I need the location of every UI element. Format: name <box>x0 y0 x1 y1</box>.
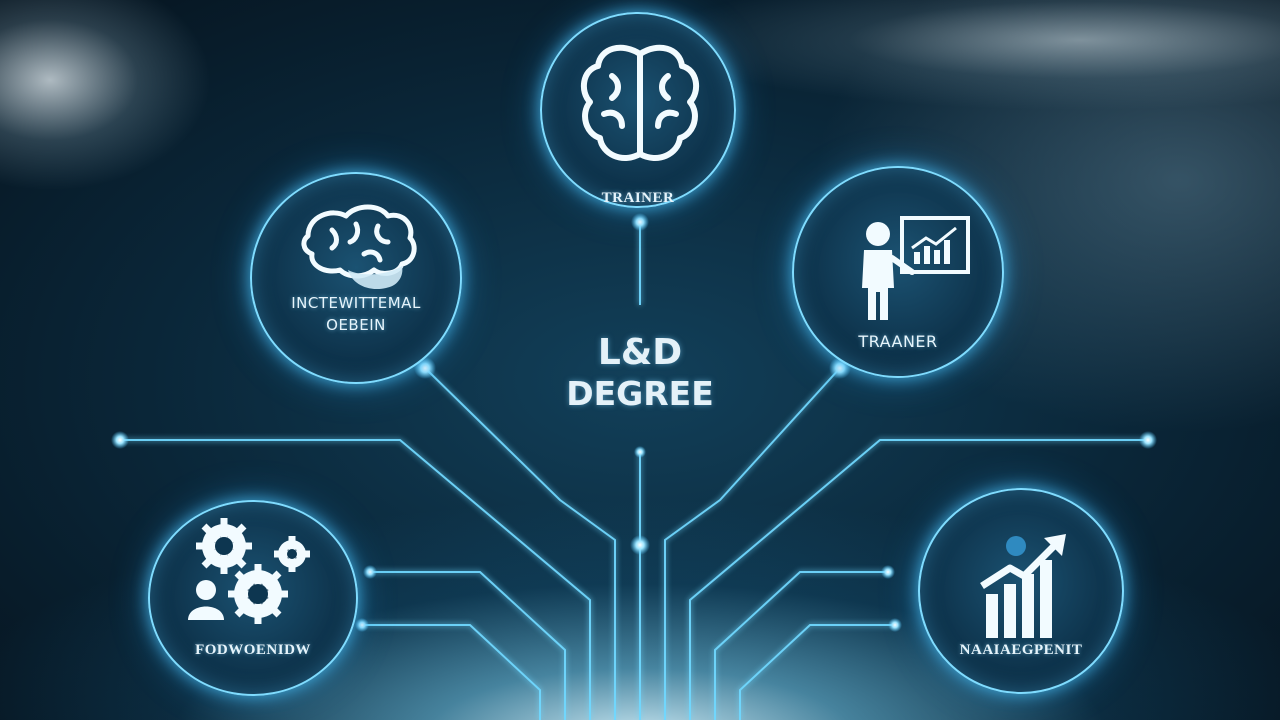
node-lower-left: FODWOENIDW <box>148 500 358 696</box>
line-upper-right <box>664 367 841 720</box>
node-upper-left-label: INCTEWITTEMAL OEBEIN <box>252 294 460 334</box>
node-upper-left: INCTEWITTEMAL OEBEIN <box>250 172 462 384</box>
node-upper-right: TRAANER <box>792 166 1004 378</box>
node-lower-right: NAAIAEGPENIT <box>918 488 1124 694</box>
node-upper-left-label-line2: OEBEIN <box>326 316 386 334</box>
gears-person-icon <box>188 518 310 624</box>
line-lower-right-a <box>714 571 888 720</box>
line-lower-right-b <box>739 624 895 720</box>
growth-bar-chart-icon <box>980 534 1066 638</box>
brain-side-icon <box>301 204 417 290</box>
center-title: L&D DEGREE <box>520 332 760 414</box>
node-lower-left-label: FODWOENIDW <box>195 642 311 658</box>
brain-icon <box>580 44 700 161</box>
node-upper-right-label: TRAANER <box>858 332 938 351</box>
node-top: TRAINER <box>540 12 736 208</box>
presenter-chart-icon <box>862 216 970 320</box>
line-lower-left-b <box>362 624 541 720</box>
center-title-line1: L&D <box>597 332 683 373</box>
node-top-label: TRAINER <box>601 190 675 206</box>
node-lower-right-label: NAAIAEGPENIT <box>959 642 1083 658</box>
glow-dots <box>111 213 1157 632</box>
line-left-horizontal <box>120 439 591 720</box>
line-upper-left <box>424 367 616 720</box>
center-title-line2: DEGREE <box>566 374 714 413</box>
node-upper-left-label-line1: INCTEWITTEMAL <box>291 294 421 312</box>
line-lower-left-a <box>370 571 566 720</box>
line-right-horizontal <box>689 439 1148 720</box>
